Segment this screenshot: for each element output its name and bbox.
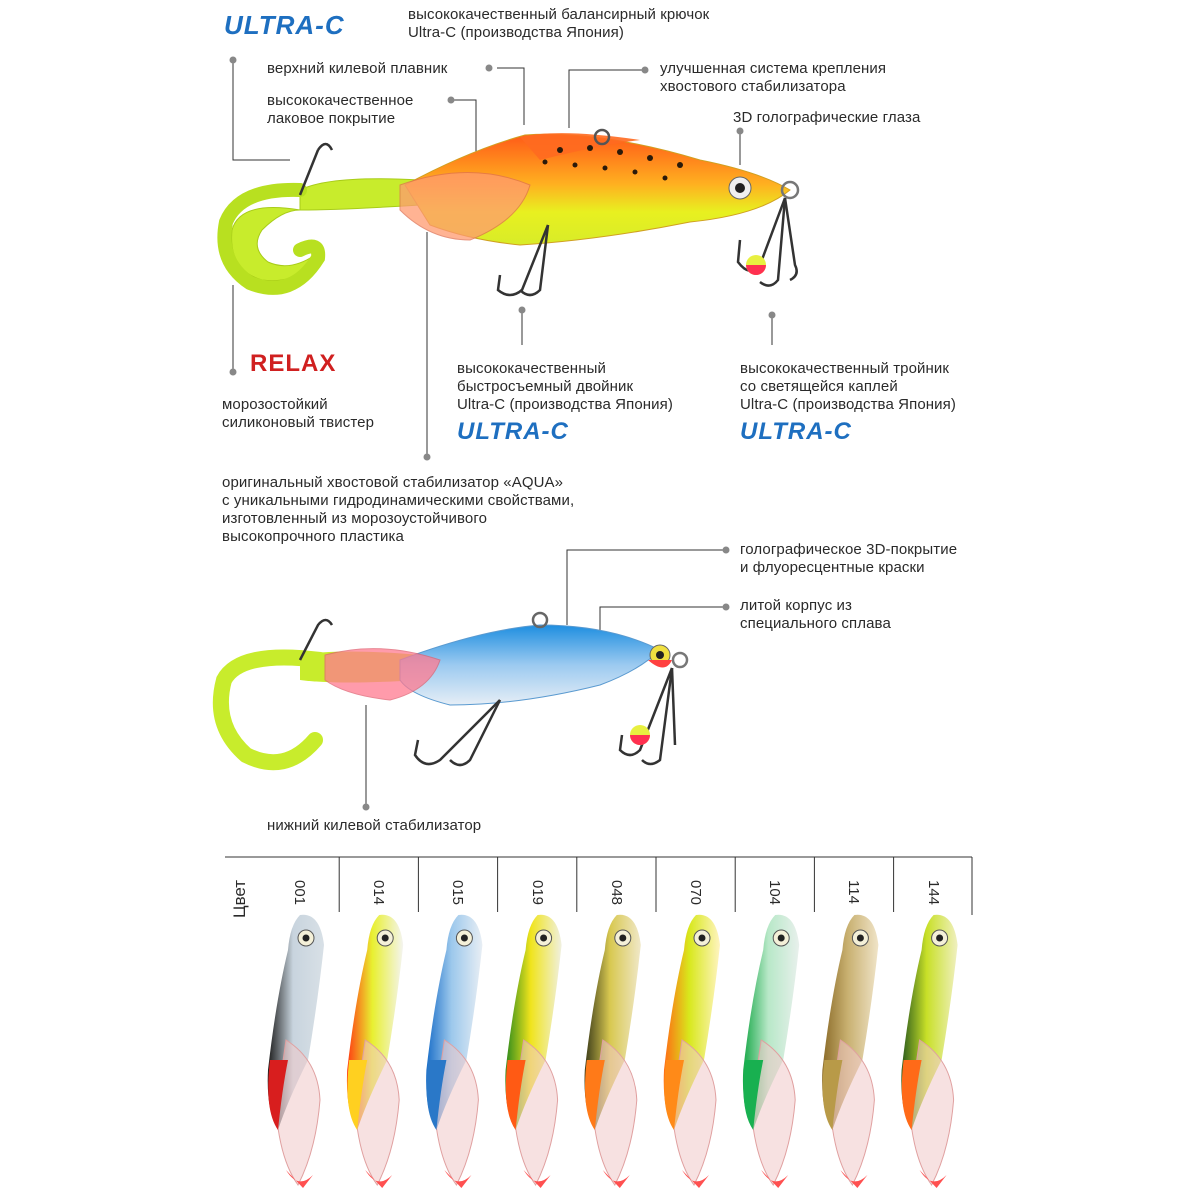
color-swatch-019 — [505, 914, 562, 1188]
color-swatch-001 — [267, 914, 324, 1188]
color-swatch-048 — [584, 914, 641, 1188]
label-lower-keel: нижний килевой стабилизатор — [267, 817, 482, 834]
color-code-070: 070 — [687, 880, 704, 906]
line-hook — [232, 60, 290, 161]
line-holo — [566, 549, 725, 625]
label-tail-system: улучшенная система крепления хвостового … — [660, 60, 887, 95]
label-treble-hook: высококачественный тройник со светящейся… — [740, 360, 956, 413]
line-tail-system — [568, 69, 645, 128]
color-code-114: 114 — [845, 880, 863, 904]
label-double-hook: высококачественный быстросъемный двойник… — [457, 360, 673, 413]
label-eyes: 3D голографические глаза — [733, 109, 921, 126]
label-upper-fin: верхний килевой плавник — [267, 60, 448, 77]
ultra-c-logo-double: ULTRA-C — [457, 418, 569, 445]
double-hook-icon — [496, 224, 550, 297]
color-code-104: 104 — [766, 880, 784, 906]
color-code-015: 015 — [449, 880, 467, 906]
color-swatch-070 — [663, 914, 720, 1188]
line-lacquer — [451, 99, 477, 155]
color-code-144: 144 — [924, 880, 942, 906]
color-code-001: 001 — [291, 880, 308, 906]
line-upper-fin — [497, 67, 525, 125]
color-swatch-104 — [742, 914, 800, 1188]
color-swatch-015 — [426, 914, 483, 1188]
color-swatch-144 — [901, 914, 958, 1188]
color-code-019: 019 — [528, 880, 546, 906]
relax-logo: RELAX — [250, 350, 337, 377]
label-hook: высококачественный балансирный крючок Ul… — [408, 6, 710, 41]
label-twister: морозостойкий силиконовый твистер — [222, 396, 375, 431]
color-code-014: 014 — [370, 880, 388, 906]
label-holo: голографическое 3D-покрытие и флуоресцен… — [740, 541, 958, 576]
tail-stabilizer — [399, 172, 531, 241]
ultra-c-logo-top: ULTRA-C — [224, 10, 345, 40]
color-swatch-014 — [346, 914, 404, 1188]
color-code-048: 048 — [607, 880, 625, 906]
label-lacquer: высококачественное лаковое покрытие — [267, 92, 414, 127]
label-body: литой корпус из специального сплава — [740, 597, 891, 632]
label-aqua-stabilizer: оригинальный хвостовой стабилизатор «AQU… — [222, 474, 575, 545]
ultra-c-logo-treble: ULTRA-C — [740, 418, 852, 445]
color-swatch-114 — [822, 914, 879, 1188]
